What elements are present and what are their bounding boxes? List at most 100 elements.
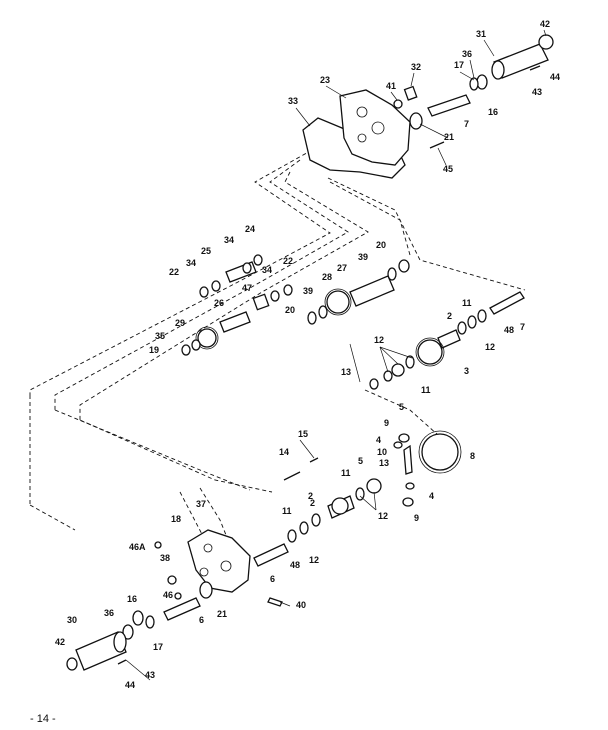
- callout-45: 45: [443, 164, 453, 174]
- middle-gear-cluster: [181, 254, 410, 356]
- callout-7-top: 7: [464, 119, 469, 129]
- callout-46A: 46A: [129, 542, 146, 552]
- ring-gear-8-teeth: [418, 430, 462, 474]
- callout-20-a: 20: [376, 240, 386, 250]
- callout-30: 30: [67, 615, 77, 625]
- callout-10: 10: [377, 447, 387, 457]
- callout-21-top: 21: [444, 132, 454, 142]
- washer-11-low: [355, 487, 365, 501]
- collar-16-low: [132, 610, 144, 626]
- ring-36-low: [122, 624, 134, 640]
- callout-17-top: 17: [454, 60, 464, 70]
- callout-4-top: 4: [376, 435, 381, 445]
- washer-48-mid: [477, 309, 487, 323]
- bearing-11-low: [287, 529, 297, 543]
- cap-42-low: [66, 657, 78, 671]
- washer-12-mid: [457, 321, 467, 335]
- callout-17-low: 17: [153, 642, 163, 652]
- pinion-4-bottom: [405, 482, 415, 490]
- callout-34-a: 34: [224, 235, 234, 245]
- callout-20-b: 20: [285, 305, 295, 315]
- plug-46: [174, 592, 182, 600]
- callout-5-b: 5: [358, 456, 363, 466]
- callout-23: 23: [320, 75, 330, 85]
- callout-2-c: 2: [308, 491, 313, 501]
- bolt-40: [267, 597, 283, 607]
- washer-39-a: [318, 305, 328, 319]
- callout-16-top: 16: [488, 107, 498, 117]
- gear-29: [197, 328, 217, 348]
- callout-11-c: 11: [341, 468, 351, 478]
- bearing-21-top: [409, 112, 423, 130]
- gear-shaft-27: [349, 275, 395, 307]
- callout-33: 33: [288, 96, 298, 106]
- callout-36-top: 36: [462, 49, 472, 59]
- bearing-21-low: [199, 581, 213, 599]
- housing-23: [339, 89, 411, 166]
- callout-2-d: 2: [310, 498, 315, 508]
- callout-39-b: 39: [303, 286, 313, 296]
- bearing-24: [253, 254, 263, 266]
- callout-8: 8: [470, 451, 475, 461]
- bearing-11-mid: [467, 315, 477, 329]
- pin-44-low: [117, 659, 127, 665]
- callout-22-a: 22: [169, 267, 179, 277]
- shaft-6-low: [253, 543, 289, 567]
- bolt-14: [283, 471, 301, 481]
- gear-5-low: [366, 478, 382, 494]
- callout-44-top: 44: [550, 72, 560, 82]
- washer-22-a: [199, 286, 209, 298]
- lower-housing-18: [187, 529, 251, 593]
- callout-38: 38: [160, 553, 170, 563]
- callout-26: 26: [214, 298, 224, 308]
- axle-housing-31-flange: [491, 60, 505, 80]
- callout-labels: 42 31 36 17 44 43 16 32 41 23 33 7 21 45…: [55, 19, 560, 690]
- upper-housing-assembly: [302, 34, 554, 179]
- callout-13-b: 13: [379, 458, 389, 468]
- callout-31: 31: [476, 29, 486, 39]
- callout-6-a: 6: [270, 574, 275, 584]
- spacer-47: [252, 293, 270, 311]
- callout-25: 25: [201, 246, 211, 256]
- axle-housing-30-flange: [113, 631, 127, 653]
- gear-3: [417, 339, 443, 365]
- callout-28: 28: [322, 272, 332, 282]
- callout-14: 14: [279, 447, 289, 457]
- callout-9-top: 9: [384, 418, 389, 428]
- callout-24: 24: [245, 224, 255, 234]
- plug-46A: [154, 541, 162, 549]
- callout-13-a: 13: [341, 367, 351, 377]
- gear-low-main: [331, 497, 349, 515]
- bolt-45: [429, 141, 445, 149]
- lower-housing-boss-2: [220, 560, 232, 572]
- washer-35: [191, 339, 201, 351]
- ring-17-low: [145, 615, 155, 629]
- bearing-22-b: [283, 284, 293, 296]
- pinion-9-bottom: [402, 497, 414, 507]
- lower-housing-boss-3: [199, 567, 209, 577]
- pinion-5-a: [391, 363, 405, 377]
- callout-12-d: 12: [309, 555, 319, 565]
- washer-34-b: [242, 262, 252, 274]
- pin-15: [309, 457, 319, 463]
- shaft-25: [225, 261, 257, 283]
- callout-7-mid: 7: [520, 322, 525, 332]
- callout-2-mid: 2: [447, 311, 452, 321]
- callout-21-low: 21: [217, 609, 227, 619]
- callout-46: 46: [163, 590, 173, 600]
- callout-48-mid: 48: [504, 325, 514, 335]
- callout-43-top: 43: [532, 87, 542, 97]
- callout-29: 29: [175, 318, 185, 328]
- washer-11-b: [405, 355, 415, 369]
- callout-12-mid: 12: [485, 342, 495, 352]
- washer-39-b: [387, 267, 397, 281]
- callout-6-b: 6: [199, 615, 204, 625]
- callout-11-mid: 11: [462, 298, 472, 308]
- bearing-20-a: [307, 311, 317, 325]
- housing-boss-2: [371, 121, 385, 135]
- pin-44-top: [529, 65, 541, 71]
- callout-27: 27: [337, 263, 347, 273]
- callout-43-low: 43: [145, 670, 155, 680]
- shaft-6-bottom: [163, 597, 201, 621]
- gear-29-teeth: [195, 326, 219, 350]
